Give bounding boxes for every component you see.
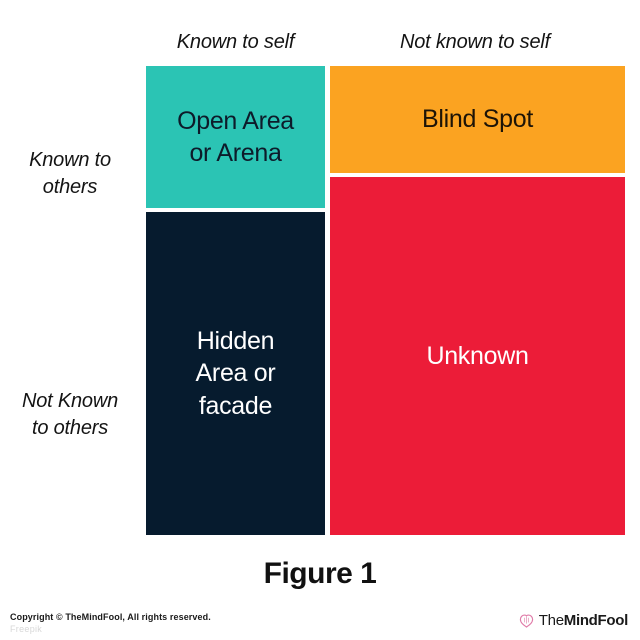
column-header-not-known-to-self: Not known to self	[399, 31, 550, 53]
quadrant-blind-spot: Blind Spot	[330, 66, 625, 173]
copyright-notice: Copyright © TheMindFool, All rights rese…	[10, 612, 211, 622]
heart-brain-icon	[518, 612, 535, 629]
column-header-known-to-self: Known to self	[176, 31, 295, 53]
quadrant-blind-spot-label: Blind Spot	[422, 105, 533, 134]
brand-logo-text-mindfool: MindFool	[563, 612, 629, 629]
figure-caption: Figure 1	[263, 557, 377, 590]
brand-logo[interactable]: TheMindFool	[518, 612, 628, 629]
freepik-watermark: Freepik	[10, 624, 43, 634]
quadrant-unknown: Unknown	[330, 177, 625, 535]
brand-logo-text: TheMindFool	[538, 612, 629, 629]
quadrant-unknown-label: Unknown	[426, 341, 529, 370]
brand-logo-text-the: The	[538, 612, 564, 629]
